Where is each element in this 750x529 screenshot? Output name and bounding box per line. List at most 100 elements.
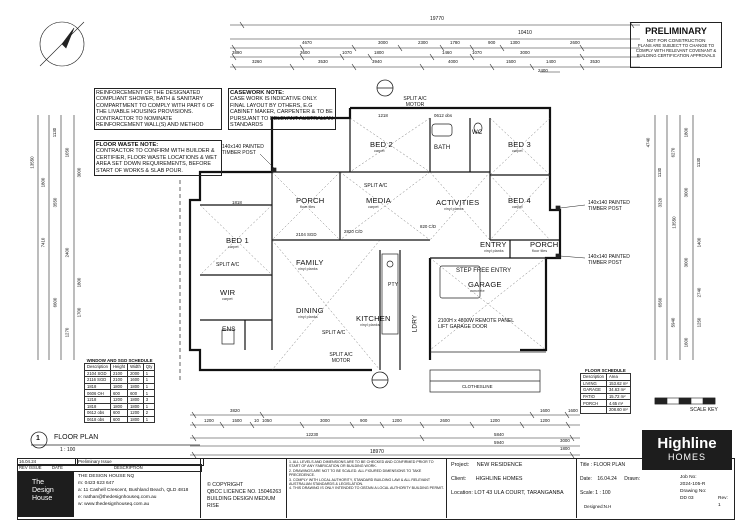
table-cell: 1218 — [84, 395, 111, 404]
dim-bottom: 900 — [360, 418, 368, 423]
dim-bottom: 3000 — [320, 418, 330, 423]
room-wc: WC — [472, 130, 483, 136]
window-tag: 0612 obs — [434, 113, 453, 118]
location-value: LOT 43 ULA COURT, TARANGANBA — [474, 490, 564, 496]
dim-bottom: 1600 — [568, 408, 578, 413]
table-cell: 1800 — [127, 415, 144, 424]
table-header: DATE — [52, 465, 63, 470]
table-cell: 1200 — [127, 409, 144, 417]
table-cell: 1 — [142, 415, 156, 424]
date-value: 16.04.24 — [597, 476, 617, 482]
clothesline-label: CLOTHESLINE — [462, 384, 493, 389]
dim-top: 1780 — [450, 40, 460, 45]
dim-bottom: 1200 — [490, 418, 500, 423]
table-header: Area — [605, 373, 631, 381]
dim-top: 1300 — [510, 40, 520, 45]
dim-left: 3000 — [76, 167, 82, 178]
table-cell: 600 — [127, 389, 144, 397]
room-media: MEDIA — [366, 196, 392, 205]
room-bed3: BED 3 — [508, 140, 531, 149]
room-wir: WIR — [220, 288, 236, 297]
table-cell: 0618 obs — [84, 415, 111, 424]
sheet-title: FLOOR PLAN — [593, 462, 626, 468]
table-cell: PORCH — [580, 399, 607, 407]
job-info: Job No: 2024-105-R Drawing No: DD 03 — [680, 474, 706, 502]
table-header: Height — [109, 363, 129, 371]
job-label: Job No: — [680, 475, 697, 480]
dim-top: 3260 — [252, 59, 262, 64]
designer-web: w: www.thedesignhouseq.com.au — [78, 502, 150, 507]
table-cell: 1 — [142, 389, 156, 397]
dim-right: 1130 — [657, 167, 663, 178]
floor-label: vinyl planks — [298, 315, 318, 319]
table-header: DESCRIPTION — [114, 465, 143, 470]
door-tag: 820 C/D — [420, 224, 437, 229]
floor-waste-note-title: FLOOR WASTE NOTE: — [96, 142, 159, 148]
client-label: Client: — [451, 476, 467, 482]
step-free-label: STEP FREE ENTRY — [456, 268, 512, 274]
dim-overall-bottom: 18970 — [370, 449, 384, 455]
room-ens: ENS — [222, 326, 236, 333]
room-dining: DINING — [296, 306, 324, 315]
dim-top: 4000 — [448, 59, 458, 64]
floor-label: vinyl planks — [298, 267, 318, 271]
logo-text: House — [32, 495, 53, 502]
dim-top: 2400 — [538, 68, 548, 73]
dim-bottom: 1050 — [262, 418, 272, 423]
project-block: Project: NEW RESIDENCE Client: HIGHLINE … — [446, 458, 576, 518]
door-tag: 2104 SGD — [296, 232, 317, 237]
scale-value: 1 : 100 — [595, 490, 611, 496]
location-label: Location: — [451, 490, 473, 496]
floor-label: carpet — [512, 205, 523, 209]
reinforcement-note: REINFORCEMENT OF THE DESIGNATED COMPLIAN… — [94, 88, 222, 131]
room-porch: PORCH — [296, 196, 325, 205]
table-cell: 1818 — [84, 402, 111, 411]
dim-overall-top: 19770 — [430, 16, 444, 22]
timber-post-label: 140x140 PAINTED TIMBER POST — [588, 254, 630, 266]
split-ac-label: SPLIT A/C — [322, 330, 346, 336]
room-activities: ACTIVITIES — [436, 198, 480, 207]
preliminary-line: COMPLY WITH RELEVANT COVENANT & — [635, 48, 717, 53]
dim-top: 900 — [488, 40, 496, 45]
dim-right: 13550 — [671, 216, 677, 229]
floor-label: concrete — [470, 289, 485, 293]
floor-label: floor tiles — [532, 249, 548, 253]
window-tag: 1818 — [232, 200, 242, 205]
dim-right: 3320 — [657, 197, 663, 208]
drawing-scale: 1 : 100 — [60, 447, 76, 453]
table-cell: 2104 SGD — [84, 369, 111, 378]
room-entry: ENTRY — [480, 240, 507, 249]
copyright-text: COPYRIGHT — [212, 482, 244, 488]
project-name: NEW RESIDENCE — [476, 462, 523, 468]
window-schedule-title: WINDOW AND SGD SCHEDULE — [86, 358, 153, 363]
table-cell: 2116 SGD — [84, 376, 111, 384]
date-label: Date: — [580, 476, 592, 482]
dim-top: 1070 — [472, 50, 482, 55]
floor-label: carpet — [374, 149, 385, 153]
table-cell: 600 — [109, 409, 129, 417]
window-schedule: WINDOW AND SGD SCHEDULE Description Heig… — [84, 358, 156, 424]
table-cell: 1800 — [127, 402, 144, 411]
floor-label: carpet — [368, 205, 379, 209]
timber-post-label: 140x140 PAINTED TIMBER POST — [588, 200, 630, 212]
preliminary-stamp: PRELIMINARY NOT FOR CONSTRUCTION PLANS A… — [630, 22, 722, 68]
dim-bottom: 1200 — [204, 418, 214, 423]
designer-email: e: nathan@thedesignhouseq.com.au — [78, 495, 157, 500]
dim-right: 1130 — [696, 157, 702, 168]
room-garage: GARAGE — [468, 280, 502, 289]
floor-label: vinyl planks — [444, 207, 464, 211]
table-cell: PATIO — [580, 392, 607, 401]
table-cell: 34.63 m² — [605, 386, 631, 394]
dim-right-overall: 10410 — [518, 30, 532, 36]
dim-left: 3550 — [52, 197, 58, 208]
table-cell: 0606 OH — [84, 389, 111, 397]
room-family: FAMILY — [296, 258, 324, 267]
dim-top: 3530 — [590, 59, 600, 64]
scale-key-label: SCALE KEY — [690, 407, 718, 413]
casework-note: CASEWORK NOTE: CASE WORK IS INDICATIVE O… — [228, 88, 336, 131]
designer-address: a: 11 Cashell Crescent, Bushland Beach, … — [78, 488, 189, 493]
table-cell: 1800 — [127, 382, 144, 391]
dim-top: 1800 — [374, 50, 384, 55]
